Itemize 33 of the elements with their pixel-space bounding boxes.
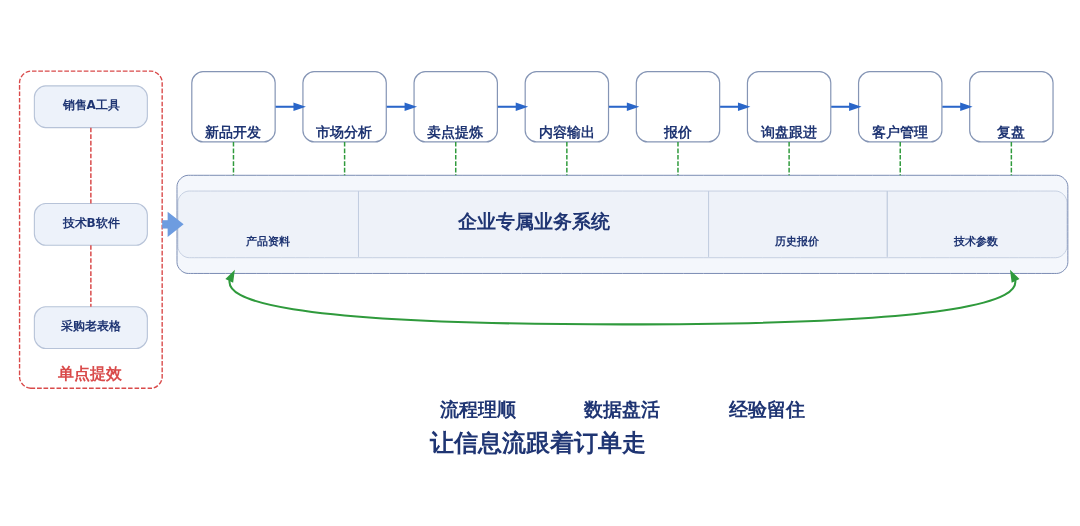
label: 经验留住	[728, 398, 805, 420]
arrow	[720, 101, 751, 111]
connector	[343, 140, 346, 176]
node-box: 采购老表格	[33, 305, 148, 349]
connector	[566, 140, 568, 176]
connector	[455, 140, 457, 176]
node-box: 内容输出	[524, 70, 610, 143]
connector	[90, 244, 92, 307]
label: 数据盘活	[584, 398, 661, 420]
node-box: 询盘跟进	[746, 70, 832, 143]
connector	[899, 140, 901, 176]
connector	[788, 140, 790, 176]
arrow	[831, 101, 862, 111]
node-box: 报价	[635, 70, 721, 143]
node-box: 新品开发	[191, 70, 276, 143]
connector	[677, 140, 679, 176]
caption: 让信息流跟着订单走	[430, 428, 647, 457]
label: 流程理顺	[439, 398, 516, 420]
node-box: 技术B软件	[33, 202, 148, 246]
connector	[232, 140, 235, 176]
arrow	[386, 101, 418, 111]
connector	[1010, 140, 1013, 176]
arrow	[608, 101, 640, 111]
node-box: 客户管理	[857, 70, 943, 143]
arrow	[497, 101, 529, 111]
node-box: 市场分析	[302, 70, 387, 143]
node-box: 复盘	[969, 70, 1054, 143]
node-box: 销售A工具	[33, 84, 148, 128]
node-box: 卖点提炼	[413, 70, 498, 143]
arrow	[225, 269, 1020, 325]
arrow	[942, 101, 973, 111]
connector	[90, 126, 92, 204]
arrow	[275, 101, 306, 111]
